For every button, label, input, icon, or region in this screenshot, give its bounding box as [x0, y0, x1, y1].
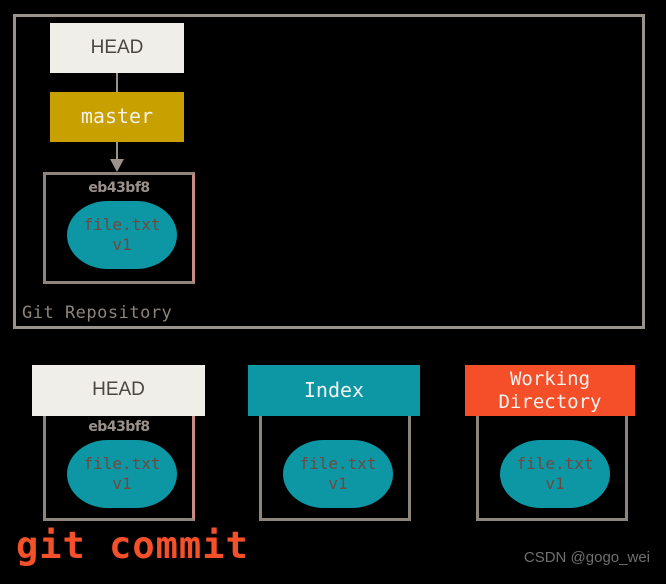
area-index-blob-filename: file.txt: [299, 453, 377, 473]
git-repository-label: Git Repository: [22, 303, 173, 323]
area-working-directory-blob: file.txt v1: [500, 440, 610, 508]
repo-commit-blob-filename: file.txt: [83, 214, 161, 234]
connector-master-to-commit: [116, 142, 118, 164]
watermark-label: CSDN @gogo_wei: [523, 549, 650, 566]
area-header-head: HEAD: [32, 365, 205, 416]
repo-head-box: HEAD: [50, 23, 184, 73]
area-body-index: file.txt v1: [259, 416, 411, 521]
connector-head-to-master: [116, 73, 118, 92]
area-working-directory-blob-filename: file.txt: [516, 453, 594, 473]
area-head-hash: eb43bf8: [88, 419, 150, 435]
repo-commit-box: eb43bf8 file.txt v1: [43, 172, 195, 284]
arrow-head-icon: [110, 159, 124, 172]
repo-commit-hash: eb43bf8: [88, 180, 150, 196]
area-head-blob-version: v1: [112, 474, 132, 493]
area-header-index: Index: [248, 365, 420, 416]
area-head-blob-filename: file.txt: [83, 453, 161, 473]
area-header-working-directory: Working Directory: [465, 365, 635, 416]
repo-commit-blob-version: v1: [112, 235, 132, 254]
area-index-blob-version: v1: [328, 474, 348, 493]
area-body-head: eb43bf8 file.txt v1: [43, 416, 195, 521]
area-head-blob: file.txt v1: [67, 440, 177, 508]
git-repository-frame: [13, 14, 645, 329]
area-body-working-directory: file.txt v1: [476, 416, 628, 521]
repo-master-box: master: [50, 92, 184, 142]
working-directory-line-2: Directory: [498, 390, 602, 413]
area-index-blob: file.txt v1: [283, 440, 393, 508]
git-command-label: git commit: [16, 524, 249, 567]
working-directory-line-1: Working: [509, 368, 591, 391]
area-working-directory-blob-version: v1: [545, 474, 565, 493]
repo-commit-blob: file.txt v1: [67, 201, 177, 269]
